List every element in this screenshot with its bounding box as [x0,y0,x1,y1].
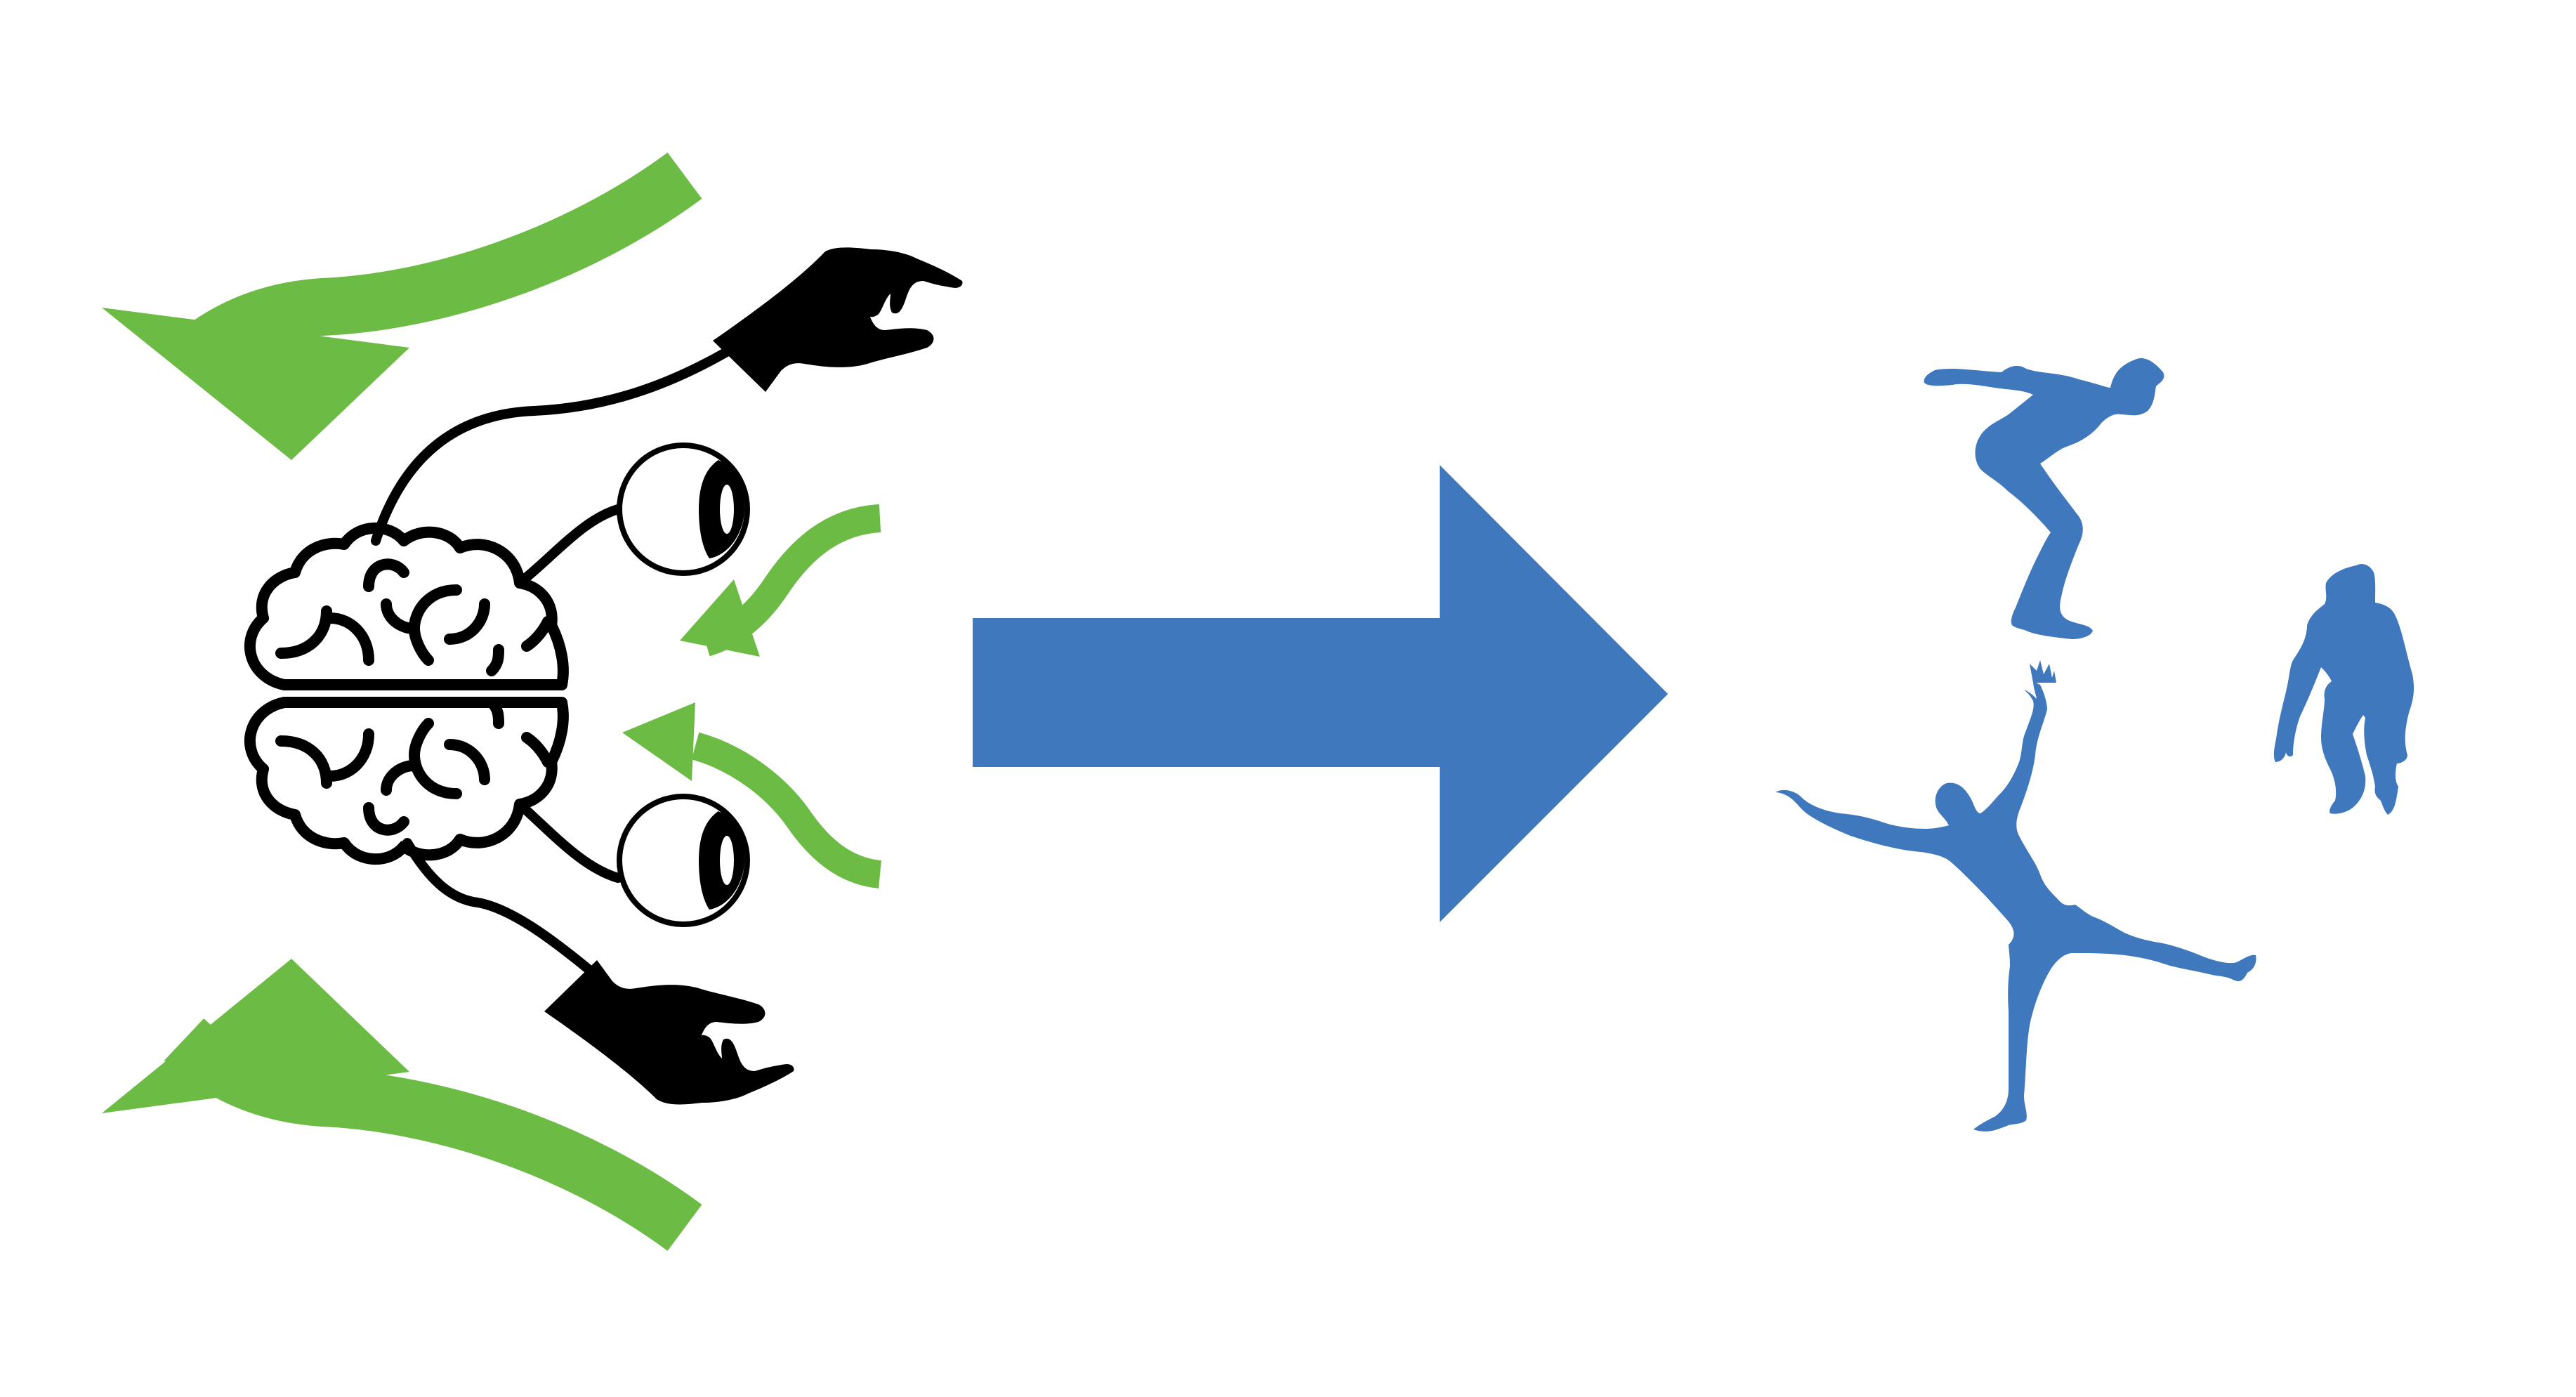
curved-arrow-icon [680,504,881,657]
right-arrow-icon [973,465,1668,922]
nerve-connections [371,343,739,999]
feedback-arrows [102,152,882,1251]
person-silhouette-icon [1924,358,2164,639]
eye-icon [617,794,750,927]
person-silhouette-icon [1775,660,2256,1132]
person-silhouette-icon [2273,564,2414,815]
figures [1775,358,2414,1132]
curved-arrow-icon [102,959,702,1251]
hand-icon [544,247,963,1105]
eye-icon [617,442,750,576]
curved-arrow-icon [102,152,702,460]
brain-icon [244,522,569,865]
curved-arrow-icon [622,702,882,888]
